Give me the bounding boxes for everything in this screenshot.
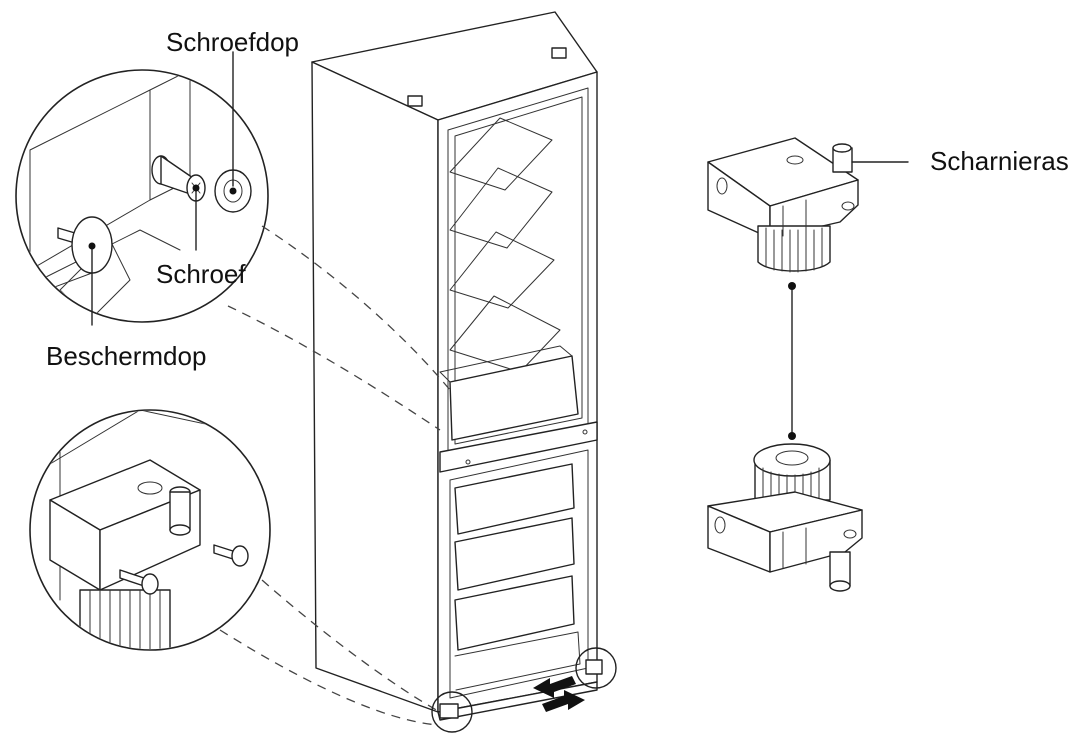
bottom-detail-leader [261, 579, 441, 713]
label-hinge-axis: Scharnieras [930, 146, 1069, 176]
bottom-detail-leader-2 [219, 629, 439, 726]
screw-cap-detail [15, 51, 269, 326]
front-left-foot-highlight [431, 691, 473, 733]
front-right-foot-highlight [575, 647, 617, 689]
hinge-parts-upper [707, 137, 859, 273]
fridge-illustration [311, 11, 598, 721]
label-protective-cap: Beschermdop [46, 341, 206, 371]
hinge-parts-lower [707, 443, 863, 592]
label-screw-cap: Schroefdop [166, 27, 299, 57]
label-screw: Schroef [156, 259, 246, 289]
swap-arrows-icon [533, 676, 585, 712]
bottom-hinge-detail [29, 409, 271, 651]
